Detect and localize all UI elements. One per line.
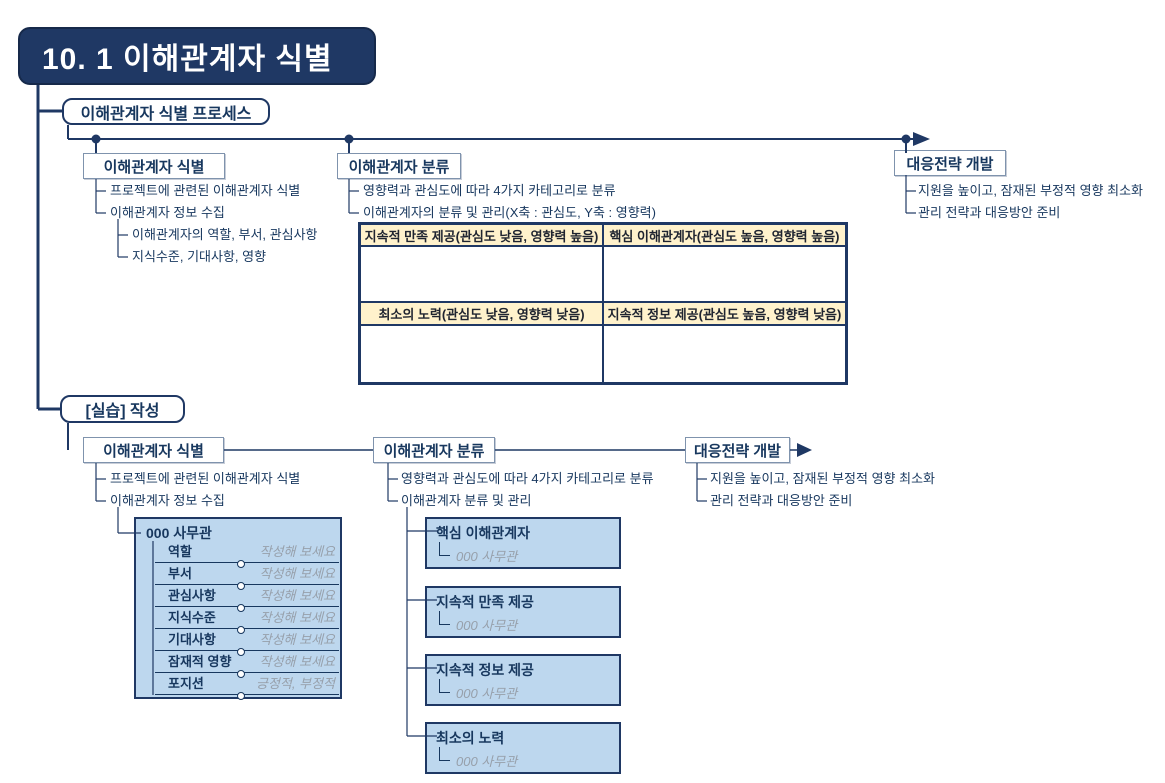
branch-dot bbox=[901, 134, 911, 144]
node-circle-icon bbox=[237, 582, 245, 590]
form-placeholder[interactable]: 작성해 보세요 bbox=[259, 544, 335, 559]
practice-root-label: [실습] 작성 bbox=[85, 403, 160, 420]
category-card-keep-satisfied: 지속적 만족 제공 000 사무관 bbox=[425, 586, 621, 638]
node-circle-icon bbox=[237, 648, 245, 656]
process-identify-box: 이해관계자 식별 bbox=[83, 153, 225, 179]
matrix-quadrant-top-right: 핵심 이해관계자(관심도 높음, 영향력 높음) bbox=[603, 224, 846, 246]
tree-item: 관리 전략과 대응방안 준비 bbox=[918, 205, 1061, 220]
process-identify-title: 이해관계자 식별 bbox=[103, 158, 205, 176]
matrix-quadrant-bottom-left: 최소의 노력(관심도 낮음, 영향력 낮음) bbox=[360, 302, 603, 325]
tree-item: 이해관계자 정보 수집 bbox=[110, 493, 225, 508]
form-placeholder[interactable]: 작성해 보세요 bbox=[259, 654, 335, 669]
practice-strategy-title: 대응전략 개발 bbox=[694, 442, 781, 460]
form-row-position: 포지션 긍정적, 부정적 bbox=[155, 673, 339, 700]
category-member[interactable]: 000 사무관 bbox=[456, 686, 518, 701]
branch-dot bbox=[344, 134, 354, 144]
node-circle-icon bbox=[237, 560, 245, 568]
tree-item: 지원을 높이고, 잠재된 부정적 영향 최소화 bbox=[710, 471, 935, 486]
process-classify-box: 이해관계자 분류 bbox=[337, 153, 461, 179]
process-strategy-box: 대응전략 개발 bbox=[894, 150, 1006, 176]
elbow-connector bbox=[439, 542, 450, 556]
form-label: 기대사항 bbox=[168, 632, 216, 647]
category-member[interactable]: 000 사무관 bbox=[456, 754, 518, 769]
matrix-cell-empty bbox=[360, 246, 603, 302]
form-placeholder[interactable]: 작성해 보세요 bbox=[259, 610, 335, 625]
elbow-connector bbox=[439, 747, 450, 761]
stakeholder-form-card: 000 사무관 역할 작성해 보세요 부서 작성해 보세요 관심사항 작성해 보… bbox=[134, 517, 342, 700]
form-placeholder[interactable]: 긍정적, 부정적 bbox=[256, 676, 335, 691]
tree-item: 영향력과 관심도에 따라 4가지 카테고리로 분류 bbox=[363, 183, 616, 198]
page-title-text: 10. 1 이해관계자 식별 bbox=[42, 43, 333, 76]
matrix-quadrant-top-left: 지속적 만족 제공(관심도 낮음, 영향력 높음) bbox=[360, 224, 603, 246]
form-placeholder[interactable]: 작성해 보세요 bbox=[259, 632, 335, 647]
matrix-cell-empty bbox=[603, 246, 846, 302]
practice-classify-title: 이해관계자 분류 bbox=[383, 442, 485, 460]
category-card-key-stakeholder: 핵심 이해관계자 000 사무관 bbox=[425, 517, 621, 569]
tree-item: 프로젝트에 관련된 이해관계자 식별 bbox=[110, 183, 301, 198]
tree-item: 관리 전략과 대응방안 준비 bbox=[710, 493, 853, 508]
category-member[interactable]: 000 사무관 bbox=[456, 549, 518, 564]
form-placeholder[interactable]: 작성해 보세요 bbox=[259, 588, 335, 603]
matrix-cell-empty bbox=[360, 325, 603, 383]
matrix-quadrant-bottom-right: 지속적 정보 제공(관심도 높음, 영향력 낮음) bbox=[603, 302, 846, 325]
form-row-department: 부서 작성해 보세요 bbox=[155, 563, 339, 590]
tree-item: 영향력과 관심도에 따라 4가지 카테고리로 분류 bbox=[401, 471, 654, 486]
form-row-expectation: 기대사항 작성해 보세요 bbox=[155, 629, 339, 656]
form-placeholder[interactable]: 작성해 보세요 bbox=[259, 566, 335, 581]
node-circle-icon bbox=[237, 692, 245, 700]
node-circle-icon bbox=[237, 626, 245, 634]
matrix-cell-empty bbox=[603, 325, 846, 383]
form-row-interest: 관심사항 작성해 보세요 bbox=[155, 585, 339, 612]
practice-identify-box: 이해관계자 식별 bbox=[83, 437, 224, 463]
elbow-connector bbox=[439, 611, 450, 625]
practice-root-node: [실습] 작성 bbox=[60, 395, 185, 423]
practice-identify-title: 이해관계자 식별 bbox=[103, 442, 204, 460]
elbow-connector bbox=[439, 679, 450, 693]
practice-strategy-box: 대응전략 개발 bbox=[685, 437, 790, 463]
tree-item: 프로젝트에 관련된 이해관계자 식별 bbox=[110, 471, 301, 486]
tree-item: 이해관계자의 역할, 부서, 관심사항 bbox=[132, 227, 318, 242]
category-member[interactable]: 000 사무관 bbox=[456, 618, 518, 633]
tree-item: 지원을 높이고, 잠재된 부정적 영향 최소화 bbox=[918, 183, 1143, 198]
tree-item: 이해관계자의 분류 및 관리(X축 : 관심도, Y축 : 영향력) bbox=[363, 205, 656, 220]
tree-item: 이해관계자 분류 및 관리 bbox=[401, 493, 532, 508]
tree-item: 이해관계자 정보 수집 bbox=[110, 205, 225, 220]
form-label: 포지션 bbox=[168, 676, 204, 691]
stakeholder-matrix: 지속적 만족 제공(관심도 낮음, 영향력 높음) 핵심 이해관계자(관심도 높… bbox=[358, 222, 848, 385]
form-row-knowledge: 지식수준 작성해 보세요 bbox=[155, 607, 339, 634]
category-title: 최소의 노력 bbox=[436, 730, 505, 746]
form-label: 부서 bbox=[168, 566, 192, 581]
category-card-keep-informed: 지속적 정보 제공 000 사무관 bbox=[425, 654, 621, 706]
page-title: 10. 1 이해관계자 식별 bbox=[18, 27, 376, 85]
form-label: 역할 bbox=[168, 544, 192, 559]
tree-item: 지식수준, 기대사항, 영향 bbox=[132, 249, 267, 264]
practice-classify-box: 이해관계자 분류 bbox=[373, 437, 495, 463]
category-title: 지속적 만족 제공 bbox=[436, 594, 534, 610]
category-title: 지속적 정보 제공 bbox=[436, 662, 534, 678]
node-circle-icon bbox=[237, 604, 245, 612]
form-label: 잠재적 영향 bbox=[168, 654, 232, 669]
form-row-potential-impact: 잠재적 영향 작성해 보세요 bbox=[155, 651, 339, 678]
form-label: 관심사항 bbox=[168, 588, 216, 603]
form-label: 지식수준 bbox=[168, 610, 216, 625]
process-root-node: 이해관계자 식별 프로세스 bbox=[62, 98, 270, 125]
process-classify-title: 이해관계자 분류 bbox=[348, 158, 450, 176]
form-title: 000 사무관 bbox=[146, 525, 212, 541]
category-title: 핵심 이해관계자 bbox=[436, 525, 531, 541]
form-rows: 역할 작성해 보세요 부서 작성해 보세요 관심사항 작성해 보세요 지식수준 … bbox=[155, 541, 339, 700]
branch-dot bbox=[91, 134, 101, 144]
arrow-right-icon bbox=[797, 443, 812, 457]
category-card-minimal-effort: 최소의 노력 000 사무관 bbox=[425, 722, 621, 774]
form-row-role: 역할 작성해 보세요 bbox=[155, 541, 339, 568]
node-circle-icon bbox=[237, 670, 245, 678]
process-root-label: 이해관계자 식별 프로세스 bbox=[80, 105, 252, 123]
process-strategy-title: 대응전략 개발 bbox=[906, 155, 994, 173]
arrow-right-icon bbox=[913, 132, 930, 146]
